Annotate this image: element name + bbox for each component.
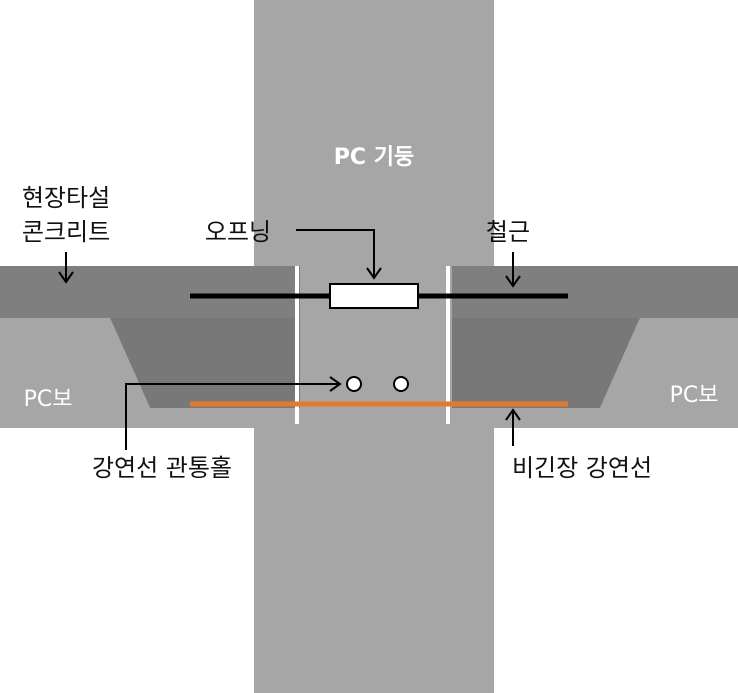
arrowhead-cast-in-place xyxy=(58,271,74,284)
cast-in-place-label-line1: 현장타설 xyxy=(22,184,110,212)
opening-box xyxy=(329,283,419,309)
duct-hole-label: 강연선 관통홀 xyxy=(92,454,232,482)
cast-in-place-label-line2: 콘크리트 xyxy=(22,218,110,246)
arrowhead-duct-hole xyxy=(329,376,342,392)
arrow-duct-hole xyxy=(125,383,338,450)
rebar-label: 철근 xyxy=(486,218,530,246)
pocket-concrete-left xyxy=(110,318,300,408)
arrow-opening xyxy=(296,229,375,276)
unbonded-strand-label: 비긴장 강연선 xyxy=(512,454,652,482)
arrowhead-unbonded-strand xyxy=(505,408,521,421)
arrowhead-opening xyxy=(366,267,382,280)
column-label: PC 기둥 xyxy=(334,145,414,170)
beam-left-label: PC보 xyxy=(24,387,73,412)
opening-label: 오프닝 xyxy=(205,218,271,246)
arrowhead-rebar xyxy=(505,275,521,288)
beam-right-label: PC보 xyxy=(670,383,719,408)
duct-hole-2 xyxy=(393,376,409,392)
pc-beam-left xyxy=(0,318,254,428)
pocket-concrete-right xyxy=(452,318,640,408)
duct-hole-1 xyxy=(346,376,362,392)
pc-beam-right xyxy=(494,318,738,428)
